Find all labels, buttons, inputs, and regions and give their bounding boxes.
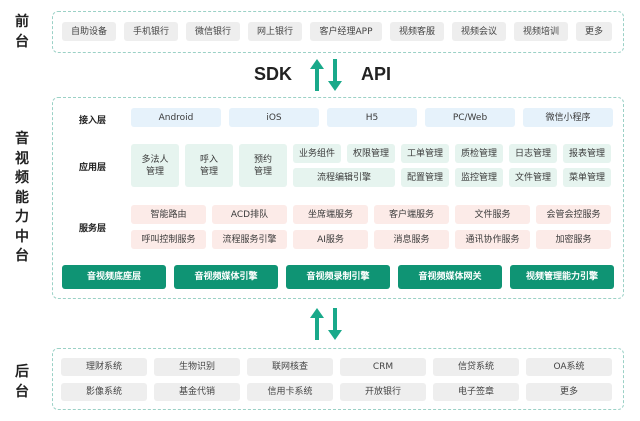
service-item: ACD排队 <box>212 205 287 224</box>
app-item: 配置管理 <box>401 168 449 187</box>
back-item: 信贷系统 <box>433 358 519 376</box>
front-item: 网上银行 <box>248 22 302 41</box>
service-item: 通讯协作服务 <box>455 230 530 249</box>
back-item: 电子签章 <box>433 383 519 401</box>
app-item: 文件管理 <box>509 168 557 187</box>
front-item: 更多 <box>576 22 612 41</box>
engine-item: 音视频录制引擎 <box>286 265 390 289</box>
app-large-item: 呼入 管理 <box>185 144 233 187</box>
service-item: 客户端服务 <box>374 205 449 224</box>
service-item: AI服务 <box>293 230 368 249</box>
back-label-char: 台 <box>15 383 29 400</box>
app-item: 菜单管理 <box>563 168 611 187</box>
service-item: 呼叫控制服务 <box>131 230 206 249</box>
middle-label-char: 能 <box>15 189 29 206</box>
middle-label-char: 视 <box>15 150 29 167</box>
application-layer-label: 应用层 <box>79 163 107 173</box>
access-item: Android <box>131 108 221 127</box>
front-item: 自助设备 <box>62 22 116 41</box>
front-item: 微信银行 <box>186 22 240 41</box>
access-layer-label: 接入层 <box>79 116 107 126</box>
back-item: 更多 <box>526 383 612 401</box>
middle-label-char: 音 <box>15 131 29 147</box>
back-item: 生物识别 <box>154 358 240 376</box>
engine-item: 视频管理能力引擎 <box>510 265 614 289</box>
app-item: 工单管理 <box>401 144 449 163</box>
service-item: 加密服务 <box>536 230 611 249</box>
access-item: 微信小程序 <box>523 108 613 127</box>
back-item: 理财系统 <box>61 358 147 376</box>
bidirectional-arrow-icon <box>310 59 342 91</box>
engine-item: 音视频媒体引擎 <box>174 265 278 289</box>
app-item: 业务组件 <box>293 144 341 163</box>
service-item: 智能路由 <box>131 205 206 224</box>
engine-item: 音视频媒体网关 <box>398 265 502 289</box>
middle-label-char: 力 <box>15 209 29 225</box>
app-item: 日志管理 <box>509 144 557 163</box>
front-label: 前 台 <box>11 13 33 52</box>
back-item: 联网核查 <box>247 358 333 376</box>
middle-label-char: 台 <box>15 248 29 264</box>
app-item: 权限管理 <box>347 144 395 163</box>
app-large-item: 预约 管理 <box>239 144 287 187</box>
access-item: iOS <box>229 108 319 127</box>
middle-label-char: 中 <box>15 228 29 245</box>
front-item: 视频会议 <box>452 22 506 41</box>
bidirectional-arrow-icon <box>310 308 342 340</box>
back-label: 后 台 <box>11 363 33 402</box>
back-item: 开放银行 <box>340 383 426 401</box>
back-item: OA系统 <box>526 358 612 376</box>
front-label-char: 前 <box>15 14 29 30</box>
app-item-wide: 流程编辑引擎 <box>293 168 395 187</box>
service-item: 坐席端服务 <box>293 205 368 224</box>
service-layer-label: 服务层 <box>79 224 107 234</box>
service-item: 消息服务 <box>374 230 449 249</box>
app-item: 报表管理 <box>563 144 611 163</box>
middle-label-char: 频 <box>15 170 29 186</box>
app-large-item: 多法人 管理 <box>131 144 179 187</box>
middle-label: 音 视 频 能 力 中 台 <box>11 130 33 267</box>
access-item: PC/Web <box>425 108 515 127</box>
back-item: 基金代销 <box>154 383 240 401</box>
back-item: 影像系统 <box>61 383 147 401</box>
back-item: CRM <box>340 358 426 376</box>
front-item: 手机银行 <box>124 22 178 41</box>
service-item: 会管会控服务 <box>536 205 611 224</box>
front-label-char: 台 <box>15 33 29 50</box>
back-label-char: 后 <box>15 364 29 380</box>
front-item: 视频客服 <box>390 22 444 41</box>
sdk-label: SDK <box>254 64 293 84</box>
engine-item: 音视频底座层 <box>62 265 166 289</box>
app-item: 质检管理 <box>455 144 503 163</box>
app-item: 监控管理 <box>455 168 503 187</box>
service-item: 文件服务 <box>455 205 530 224</box>
front-item: 视频培训 <box>514 22 568 41</box>
api-label: API <box>361 64 392 84</box>
front-item: 客户经理APP <box>310 22 382 41</box>
back-item: 信用卡系统 <box>247 383 333 401</box>
access-item: H5 <box>327 108 417 127</box>
service-item: 流程服务引擎 <box>212 230 287 249</box>
